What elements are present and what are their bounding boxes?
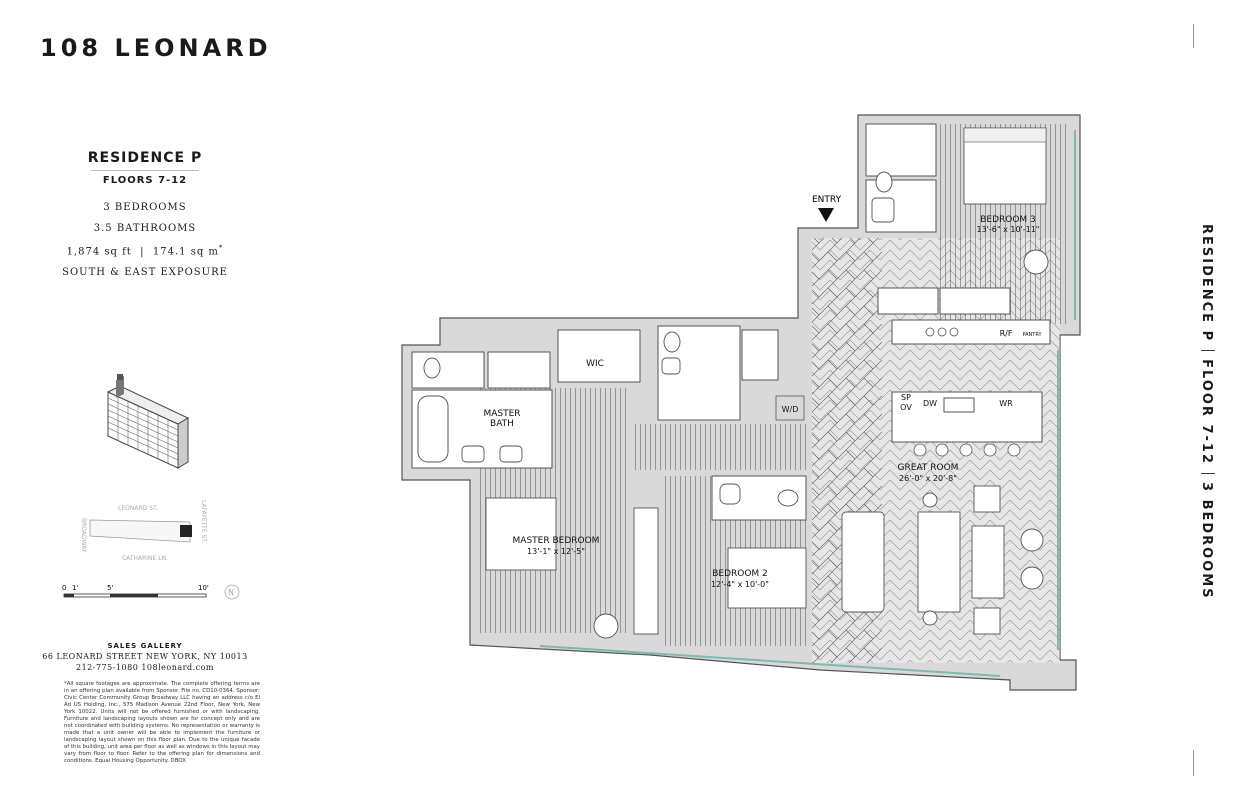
street-label: LEONARD ST. — [118, 505, 158, 512]
linen-closet — [741, 329, 779, 381]
room-name: WIC — [586, 359, 604, 369]
side-residence: RESIDENCE P — [1199, 224, 1214, 343]
street-label: LAFAYETTE ST. — [200, 500, 207, 543]
lounge-chair-icon — [1020, 528, 1044, 552]
island-sink-icon — [943, 397, 975, 413]
master-bed-icon — [485, 497, 557, 571]
exposure-label: South & East Exposure — [62, 267, 228, 279]
room-name: GREAT ROOM — [898, 463, 959, 473]
coffee-table — [971, 525, 1005, 599]
fridge-label: R/F — [1000, 329, 1013, 338]
sales-gallery-block: SALES GALLERY 66 LEONARD STREET NEW YORK… — [40, 642, 250, 672]
toilet-icon — [663, 331, 681, 353]
bathtub-icon — [417, 395, 449, 463]
appliance-label: WR — [999, 399, 1013, 408]
floor-plan: ENTRY BEDROOM 3 13'-6" x 10'-11" GREAT R… — [401, 114, 1081, 691]
room-dimensions: 13'-1" x 12'-5" — [527, 547, 585, 556]
sales-heading: SALES GALLERY — [107, 642, 183, 650]
bedroom-count: 3 Bedrooms — [103, 202, 187, 213]
site-key-plan: LEONARD ST. CATHARINE LN. BROADWAY LAFAY… — [80, 500, 207, 562]
sofa-icon — [917, 511, 961, 613]
floors-label: FLOORS 7-12 — [102, 175, 188, 186]
entry-label: ENTRY — [812, 195, 842, 205]
walk-in-closet — [557, 329, 641, 383]
brand-logo: 108 LEONARD — [40, 34, 272, 62]
building-isometric-icon — [106, 374, 190, 469]
north-label: N — [228, 588, 234, 597]
area-sqm: 174.1 sq m — [152, 246, 219, 258]
bed-2-icon — [727, 547, 807, 609]
side-table-icon — [922, 492, 938, 508]
scale-tick-label: 1' — [72, 584, 78, 592]
hallway-floor — [632, 424, 810, 470]
armchair-icon — [1023, 249, 1049, 275]
scale-tick-label: 10' — [198, 584, 209, 592]
street-label: CATHARINE LN. — [122, 555, 168, 562]
closet-3a — [877, 287, 939, 315]
divider-line — [1193, 750, 1194, 776]
side-separator — [1201, 473, 1215, 474]
room-name: BEDROOM 2 — [712, 569, 768, 579]
room-dimensions: 13'-6" x 10'-11" — [977, 225, 1040, 234]
master-closet — [633, 507, 659, 635]
laundry-label: W/D — [782, 405, 799, 414]
cooktop-icon — [925, 327, 959, 337]
sink-icon — [871, 197, 895, 223]
toilet-icon — [777, 489, 799, 507]
washer-dryer-icon — [775, 395, 805, 421]
scale-tick-label: 5' — [107, 584, 113, 592]
street-label: BROADWAY — [80, 518, 87, 553]
toilet-icon — [423, 357, 441, 379]
appliance-label: OV — [900, 403, 912, 412]
bath-3-wc — [865, 123, 937, 177]
side-separator — [1201, 350, 1215, 352]
toilet-icon — [875, 171, 893, 193]
sales-contact: 212-775-1080 108leonard.com — [75, 663, 215, 672]
sink-icon — [461, 445, 485, 463]
entry-arrow-icon — [818, 208, 834, 222]
armchair-icon — [973, 485, 1001, 513]
room-name: BATH — [490, 419, 514, 429]
side-floor: FLOOR 7-12 — [1199, 359, 1214, 465]
north-arrow-icon — [224, 584, 240, 600]
room-dimensions: 12'-4" x 10'-0" — [711, 580, 769, 589]
bar-stools — [913, 443, 1021, 457]
residence-title: RESIDENCE P — [87, 150, 203, 166]
lounge-chair-icon — [1020, 566, 1044, 590]
armchair-icon — [973, 607, 1001, 635]
sink-icon — [499, 445, 523, 463]
kitchen-counter — [891, 319, 1051, 345]
sales-address: 66 LEONARD STREET NEW YORK, NY 10013 — [42, 652, 248, 661]
unit-area: 1,874 sq ft | 174.1 sq m* — [66, 244, 224, 258]
divider-line — [1193, 24, 1194, 48]
key-plan-graphic: LEONARD ST. CATHARINE LN. BROADWAY LAFAY… — [62, 374, 240, 600]
room-name: BEDROOM 3 — [980, 215, 1036, 225]
title-divider — [91, 170, 199, 171]
armchair-icon — [593, 613, 619, 639]
side-bedrooms: 3 BEDROOMS — [1199, 482, 1214, 600]
area-footnote-mark: * — [218, 244, 224, 252]
scale-tick-label: 0 — [62, 584, 66, 592]
room-name: MASTER — [483, 409, 520, 419]
closet-3b — [939, 287, 1011, 315]
room-dimensions: 26'-0" x 20'-8" — [899, 474, 957, 483]
area-sqft: 1,874 sq ft — [66, 246, 132, 258]
room-name: MASTER BEDROOM — [513, 536, 600, 546]
appliance-label: SP — [901, 393, 911, 402]
sink-icon — [661, 357, 681, 375]
dining-table — [841, 511, 885, 613]
scale-bar: 0 1' 5' 10' N — [62, 584, 240, 600]
master-wc — [411, 351, 485, 389]
pantry-label: PANTRY — [1022, 332, 1042, 338]
appliance-label: DW — [923, 399, 937, 408]
bathroom-count: 3.5 Bathrooms — [93, 223, 197, 234]
unit-summary: RESIDENCE P FLOORS 7-12 3 Bedrooms 3.5 B… — [40, 150, 250, 288]
master-shower — [487, 351, 551, 389]
side-label: RESIDENCE P FLOOR 7-12 3 BEDROOMS — [1193, 224, 1223, 600]
sink-icon — [719, 483, 741, 505]
side-table-icon — [922, 610, 938, 626]
legal-disclaimer: *All square footages are approximate. Th… — [64, 681, 260, 764]
